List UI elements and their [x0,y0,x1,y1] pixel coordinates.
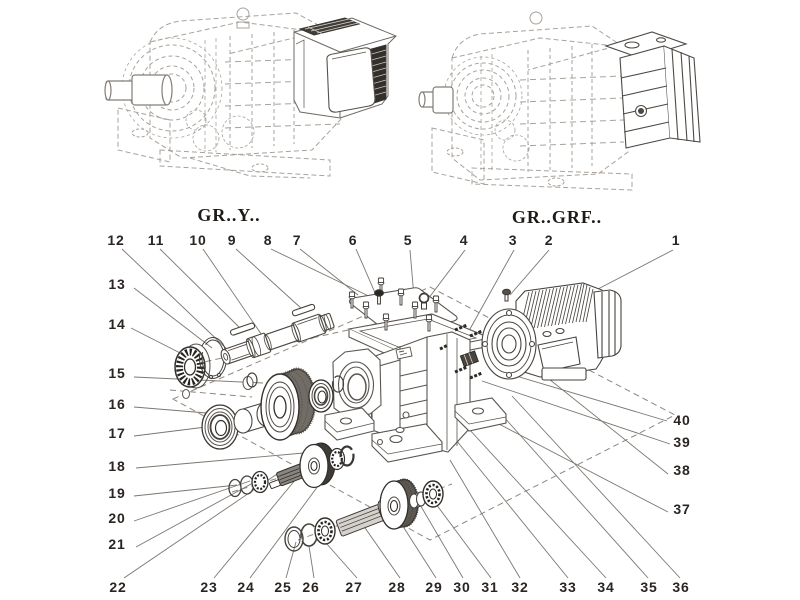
svg-text:19: 19 [108,485,125,501]
svg-text:15: 15 [108,365,125,381]
svg-text:31: 31 [481,579,498,595]
svg-text:30: 30 [453,579,470,595]
svg-text:32: 32 [511,579,528,595]
svg-text:12: 12 [107,232,124,248]
svg-text:2: 2 [545,232,554,248]
svg-text:26: 26 [302,579,319,595]
svg-text:17: 17 [108,425,125,441]
svg-text:27: 27 [345,579,362,595]
svg-text:38: 38 [673,462,690,478]
svg-text:5: 5 [404,232,413,248]
svg-text:22: 22 [109,579,126,595]
svg-text:36: 36 [672,579,689,595]
svg-text:GR..GRF..: GR..GRF.. [512,207,602,227]
svg-text:37: 37 [673,501,690,517]
svg-text:25: 25 [274,579,291,595]
svg-text:6: 6 [349,232,358,248]
svg-text:24: 24 [237,579,254,595]
svg-text:8: 8 [264,232,273,248]
svg-text:34: 34 [597,579,614,595]
svg-text:18: 18 [108,458,125,474]
svg-text:16: 16 [108,396,125,412]
svg-text:11: 11 [148,232,164,248]
svg-text:21: 21 [108,536,125,552]
svg-text:28: 28 [388,579,405,595]
svg-text:3: 3 [509,232,518,248]
svg-text:9: 9 [228,232,237,248]
svg-text:39: 39 [673,434,690,450]
svg-text:4: 4 [460,232,469,248]
svg-text:10: 10 [189,232,206,248]
svg-text:GR..Y..: GR..Y.. [197,205,260,225]
svg-text:14: 14 [108,316,125,332]
svg-text:29: 29 [425,579,442,595]
svg-text:23: 23 [200,579,217,595]
svg-text:20: 20 [108,510,125,526]
svg-text:13: 13 [108,276,125,292]
svg-text:35: 35 [640,579,657,595]
svg-text:7: 7 [293,232,302,248]
svg-text:40: 40 [673,412,690,428]
svg-text:33: 33 [559,579,576,595]
svg-text:1: 1 [672,232,681,248]
